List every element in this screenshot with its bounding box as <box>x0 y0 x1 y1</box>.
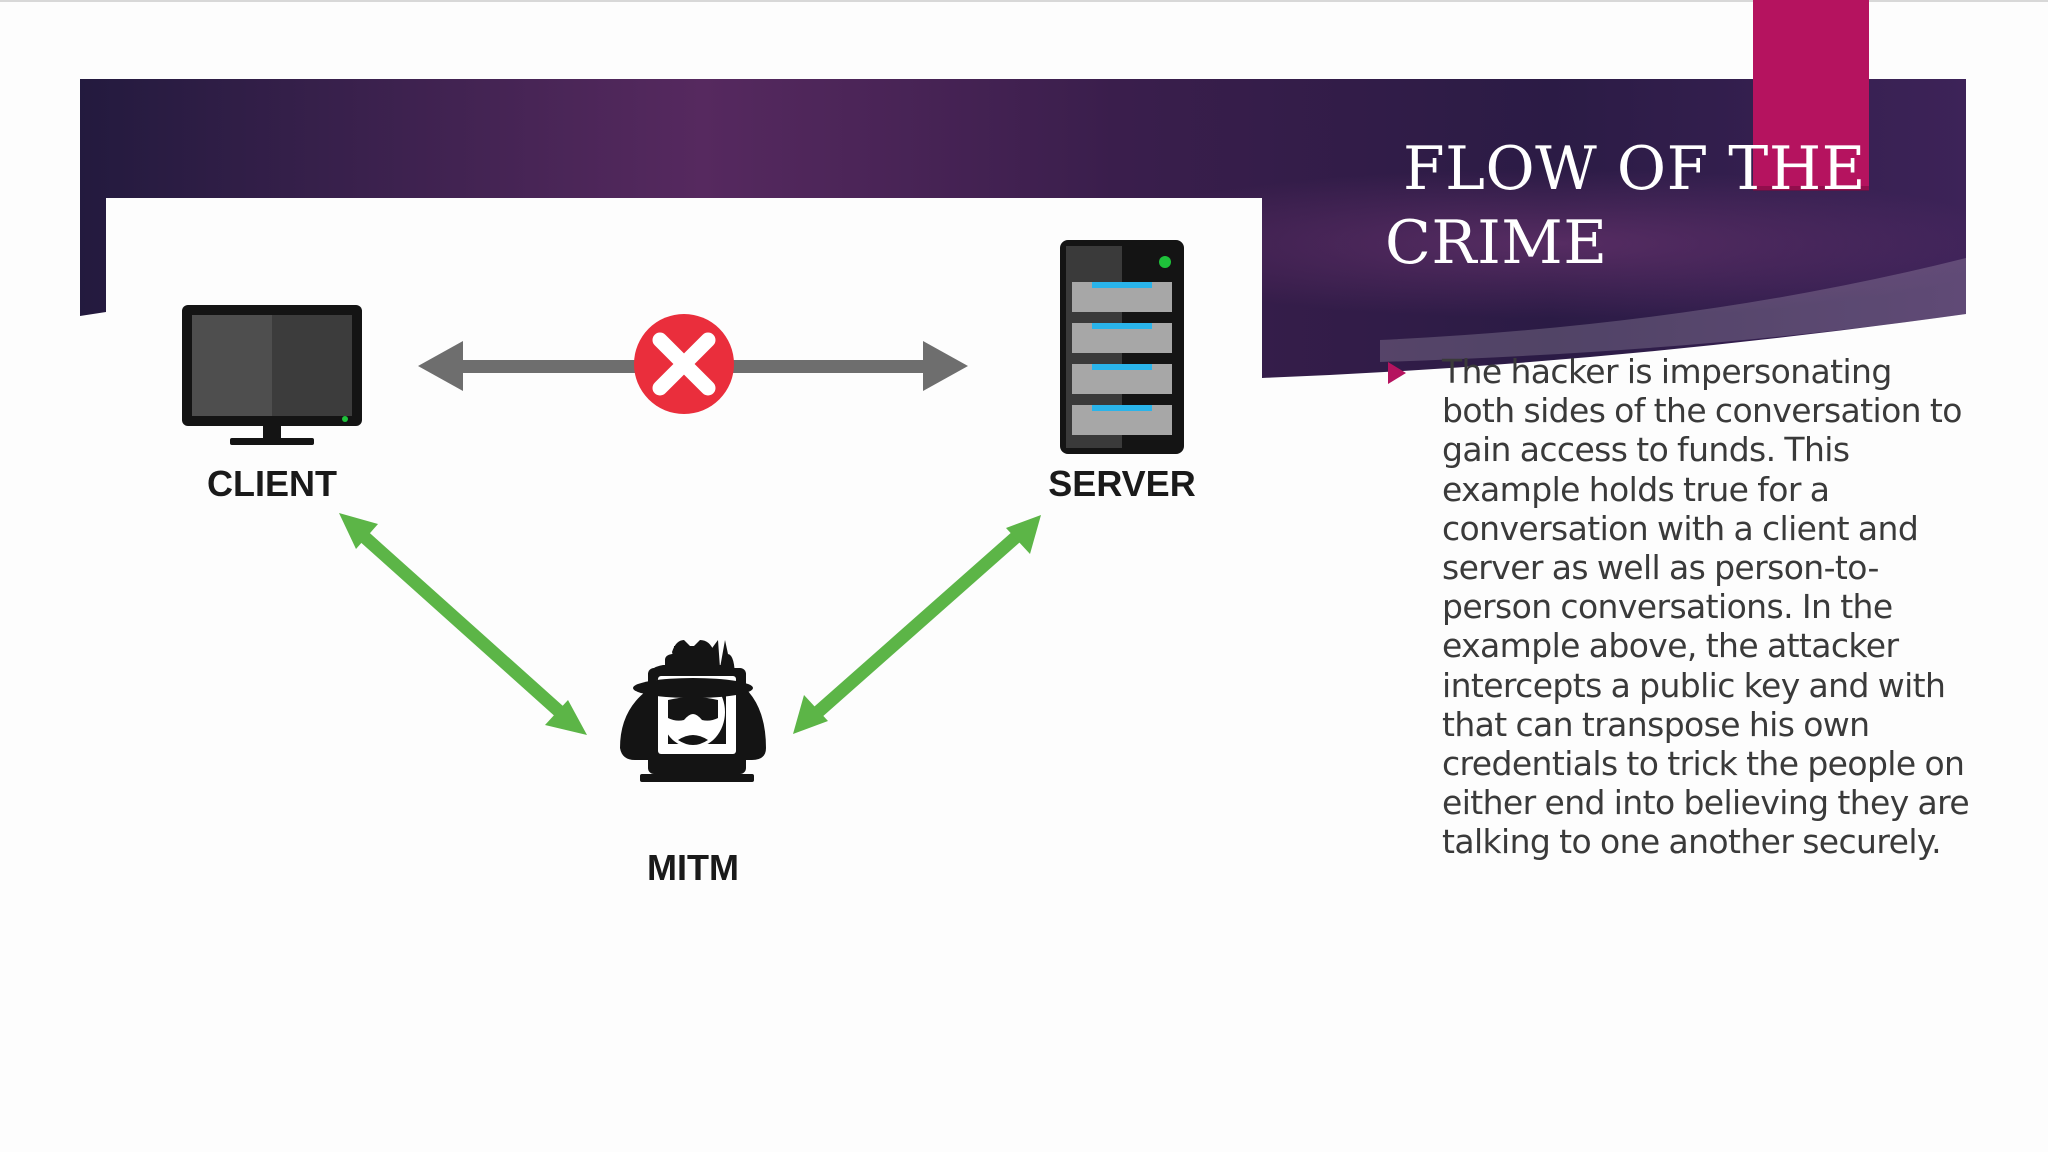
monitor-icon <box>182 305 362 445</box>
banner-highlight <box>1380 258 1966 362</box>
server-icon <box>1060 240 1184 454</box>
magenta-accent-tab <box>1753 0 1869 190</box>
hacker-icon <box>620 640 766 782</box>
blocked-x-icon <box>634 314 734 414</box>
banner-glow <box>80 79 1966 378</box>
slide-title-line1: FLOW OF THE <box>1403 134 1866 204</box>
slide-title-line2: CRIME <box>1385 208 1608 278</box>
title-banner <box>80 0 1966 378</box>
magenta-accent-shadow <box>1753 186 1869 191</box>
client-label: CLIENT <box>207 463 337 504</box>
slide-body-text: The hacker is impersonating both sides o… <box>1442 352 1970 862</box>
top-divider <box>0 0 2048 2</box>
bullet-arrow-icon <box>1388 362 1406 384</box>
mitm-label: MITM <box>647 847 739 888</box>
client-mitm-arrow <box>339 513 587 735</box>
server-label: SERVER <box>1048 463 1195 504</box>
server-mitm-arrow <box>793 515 1041 734</box>
slide-title: FLOW OF THE CRIME <box>1385 132 1945 280</box>
